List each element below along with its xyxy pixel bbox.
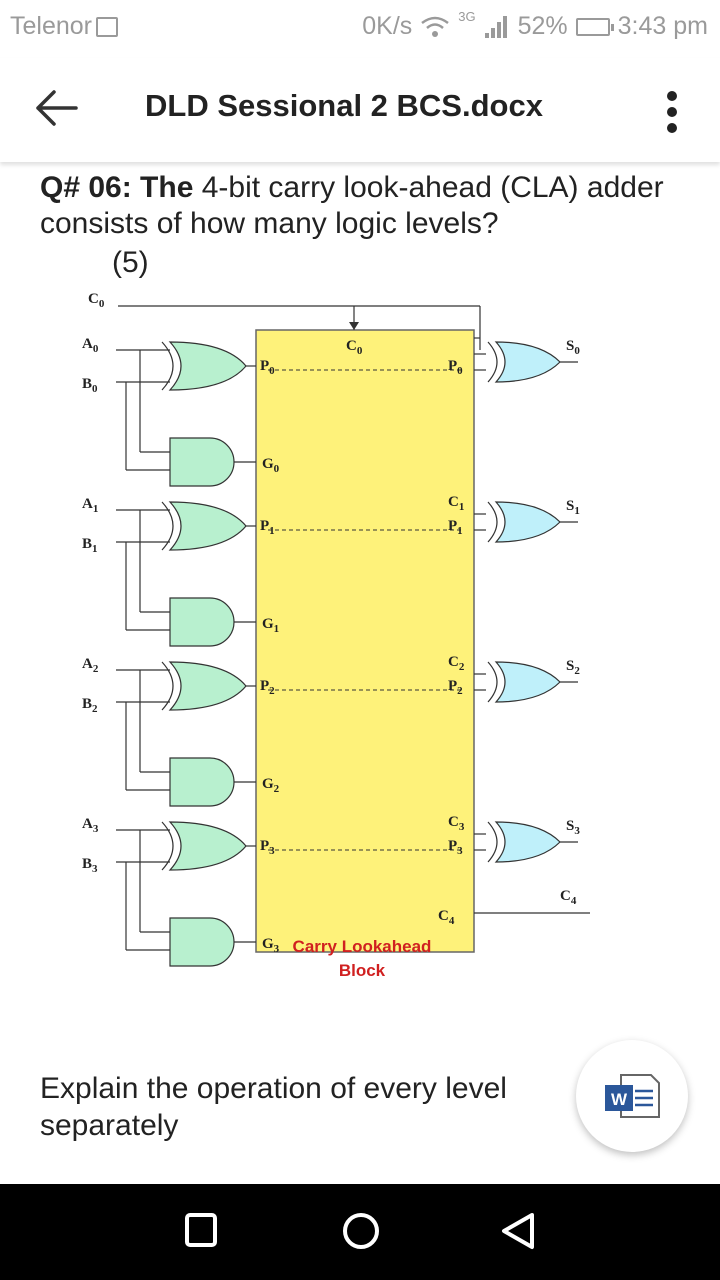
question-body: 4-bit carry look-ahead (CLA) adder consi…	[40, 171, 664, 240]
block-c0-sub: 0	[357, 345, 363, 357]
svg-text:C4: C4	[438, 908, 455, 927]
c4-output-sub: 4	[571, 895, 577, 907]
xor-gate-s2	[494, 661, 561, 703]
explain-text: Explain the operation of every level sep…	[40, 1072, 507, 1142]
xor-gate-p2	[168, 661, 247, 711]
battery-icon	[575, 17, 614, 36]
and-gate-g3	[169, 917, 235, 967]
xor-gate-p0	[168, 341, 247, 391]
signal-icon	[484, 15, 507, 38]
net-speed: 0K/s	[362, 12, 413, 40]
block-label-line1: Carry Lookahead	[293, 937, 432, 956]
block-p2: P2	[260, 678, 275, 697]
word-letter: W	[611, 1090, 628, 1109]
input-a0: A0	[82, 336, 99, 355]
block-p-right2: P2	[448, 678, 463, 697]
document-title: DLD Sessional 2 BCS.docx	[145, 88, 543, 123]
square-icon[interactable]	[184, 1212, 218, 1248]
svg-text:C0: C0	[346, 338, 363, 357]
xor-gate-s3	[494, 821, 561, 863]
svg-text:C4: C4	[560, 888, 577, 907]
block-p-right3: P3	[448, 838, 463, 857]
wifi-icon	[421, 16, 450, 37]
sum-s1: S1	[566, 498, 580, 517]
more-vertical-icon[interactable]	[664, 90, 680, 134]
block-g3: G3	[262, 936, 280, 955]
app-toolbar: DLD Sessional 2 BCS.docx	[0, 58, 720, 162]
input-a2: A2	[82, 656, 99, 675]
carrier-group: Telenor	[10, 12, 118, 41]
block-c4-label: C	[438, 908, 449, 924]
network-type: 3G	[458, 9, 476, 24]
input-b2: B2	[82, 696, 98, 715]
xor-gate-s0	[494, 341, 561, 383]
block-g2: G2	[262, 776, 280, 795]
block-c3: C3	[448, 814, 465, 833]
c4-output-label: C	[560, 888, 571, 904]
svg-text:C0: C0	[88, 291, 105, 310]
battery-percent: 52%	[517, 12, 568, 40]
block-p-right1: P1	[448, 518, 463, 537]
question-text: Q# 06: The 4-bit carry look-ahead (CLA) …	[40, 170, 680, 242]
open-in-word-button[interactable]: W	[576, 1040, 688, 1152]
block-c0-label: C	[346, 338, 357, 354]
question-number: Q# 06: The	[40, 171, 194, 204]
block-label-line2: Block	[339, 961, 386, 980]
block-c1: C1	[448, 494, 464, 513]
input-b1: B1	[82, 536, 98, 555]
block-p1: P1	[260, 518, 275, 537]
xor-gate-p3	[168, 821, 247, 871]
sum-s0: S0	[566, 338, 580, 357]
circle-icon[interactable]	[342, 1212, 380, 1250]
image-notification-icon	[96, 16, 118, 37]
xor-gate-s1	[494, 501, 561, 543]
carry-in-label: C	[88, 291, 99, 307]
question-marks: (5)	[112, 246, 149, 279]
and-gate-g2	[169, 757, 235, 807]
xor-gate-p1	[168, 501, 247, 551]
carry-lookahead-block	[255, 329, 475, 953]
block-g1: G1	[262, 616, 279, 635]
block-g0: G0	[262, 456, 280, 475]
input-a3: A3	[82, 816, 99, 835]
carrier-name: Telenor	[10, 12, 92, 40]
document-content: Q# 06: The 4-bit carry look-ahead (CLA) …	[40, 170, 680, 279]
input-b0: B0	[82, 376, 98, 395]
status-bar: Telenor 0K/s 3G 52% 3:43 pm	[0, 0, 720, 50]
sum-s3: S3	[566, 818, 580, 837]
block-p3: P3	[260, 838, 275, 857]
arrow-left-icon[interactable]	[30, 86, 82, 130]
carry-in-sub: 0	[99, 298, 105, 310]
word-document-icon: W	[605, 1074, 660, 1118]
block-p-right0: P0	[448, 358, 463, 377]
input-a1: A1	[82, 496, 98, 515]
system-nav-bar	[0, 1184, 720, 1280]
and-gate-g0	[169, 437, 235, 487]
block-p0: P0	[260, 358, 275, 377]
input-b3: B3	[82, 856, 98, 875]
and-gate-g1	[169, 597, 235, 647]
status-right: 0K/s 3G 52% 3:43 pm	[362, 9, 708, 41]
block-c4-sub: 4	[449, 915, 455, 927]
clock: 3:43 pm	[617, 12, 708, 40]
block-c2: C2	[448, 654, 465, 673]
sum-s2: S2	[566, 658, 580, 677]
triangle-back-icon[interactable]	[500, 1212, 536, 1250]
